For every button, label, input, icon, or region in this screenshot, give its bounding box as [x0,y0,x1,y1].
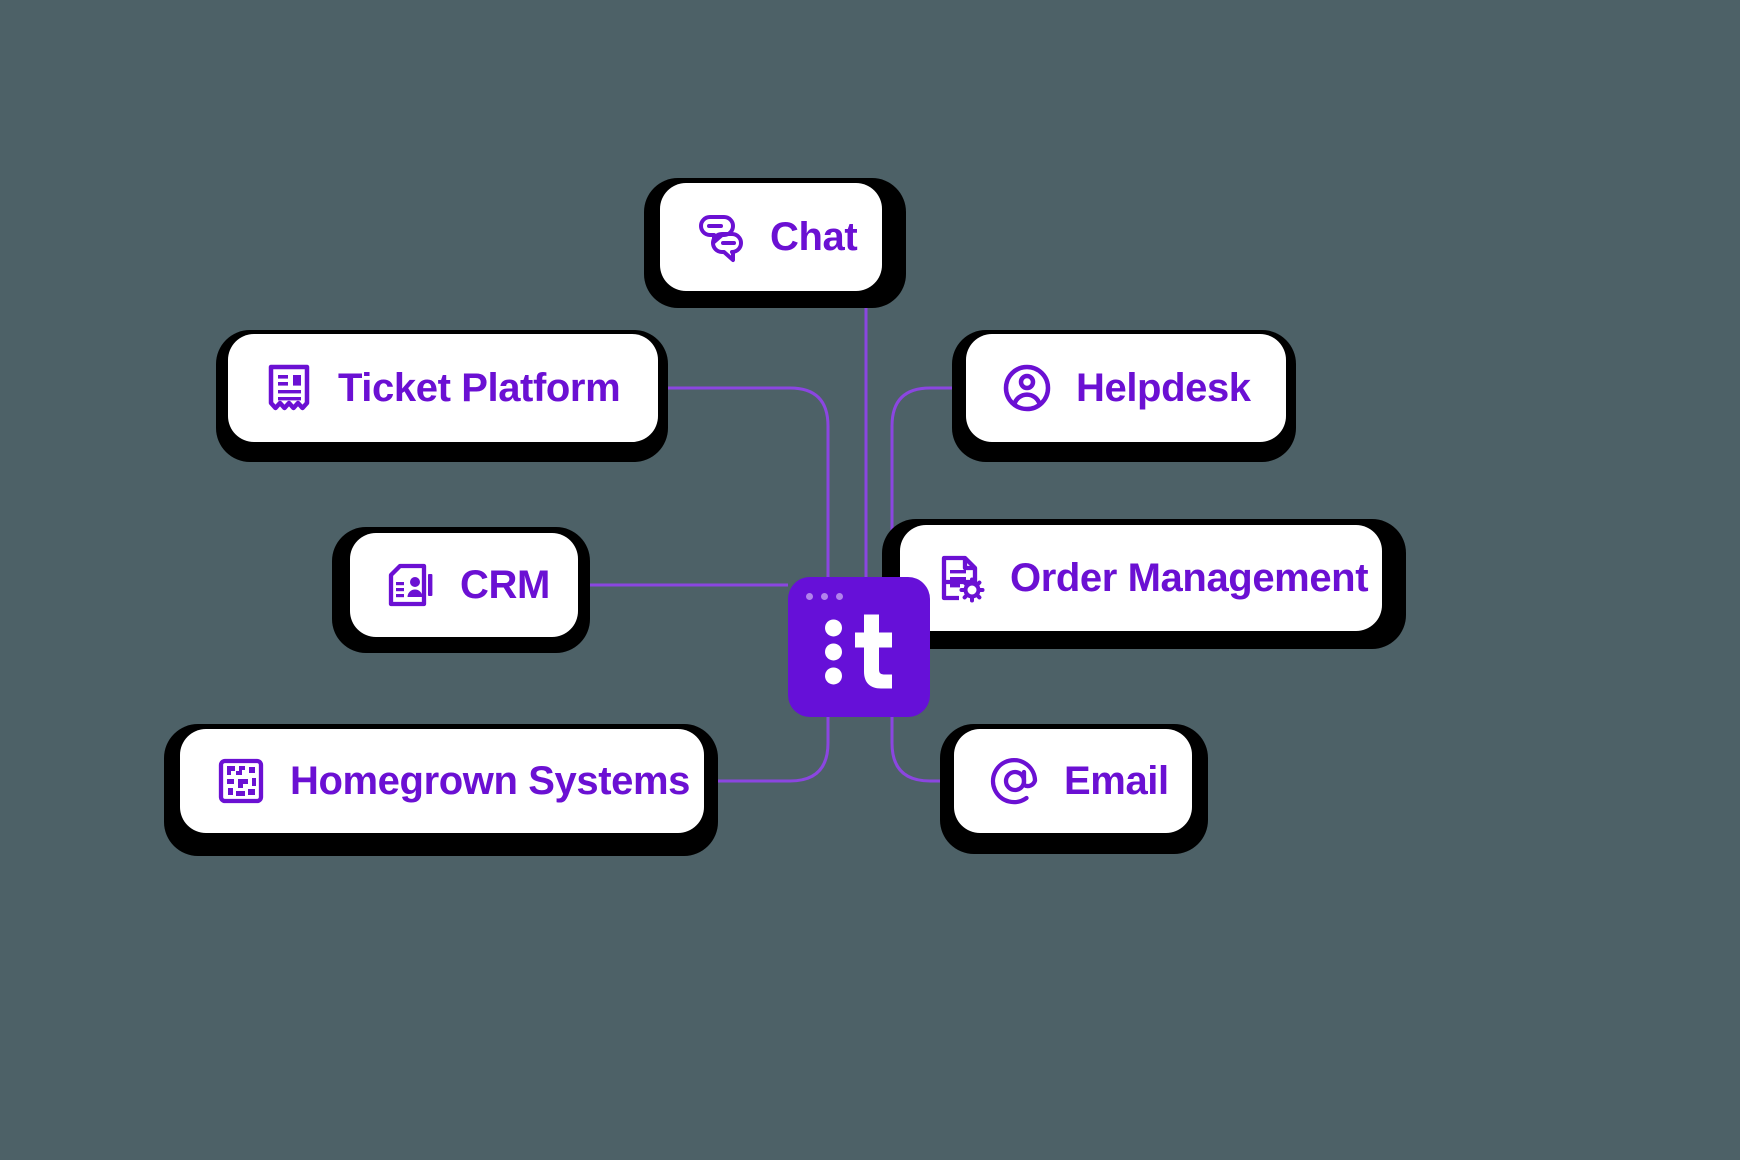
node-order-management[interactable]: Order Management [900,525,1382,631]
window-dot-3 [836,593,843,600]
node-label-chat: Chat [770,215,858,259]
hub-logo-mark [788,614,930,689]
wire-homegrown-systems [704,717,830,783]
hub-logo-tile[interactable] [788,577,930,717]
logo-dots-icon [825,618,842,684]
chat-bubbles-icon [694,210,748,264]
window-dots [806,593,843,600]
node-label-ticket-platform: Ticket Platform [338,366,621,410]
node-label-order-management: Order Management [1010,556,1369,600]
at-sign-icon [988,754,1042,808]
user-circle-icon [1000,361,1054,415]
node-label-email: Email [1064,759,1169,803]
node-label-crm: CRM [460,563,550,607]
contact-card-icon [384,558,438,612]
document-gear-icon [934,551,988,605]
node-crm[interactable]: CRM [350,533,578,637]
node-label-homegrown-systems: Homegrown Systems [290,759,690,803]
logo-letter-t-icon [855,614,892,689]
node-homegrown-systems[interactable]: Homegrown Systems [180,729,704,833]
node-ticket-platform[interactable]: Ticket Platform [228,334,658,442]
wire-ticket-platform [658,386,830,577]
node-chat[interactable]: Chat [660,183,882,291]
receipt-icon [262,361,316,415]
window-dot-1 [806,593,813,600]
custom-module-icon [214,754,268,808]
wire-email [890,717,954,783]
wire-helpdesk [890,386,966,577]
node-label-helpdesk: Helpdesk [1076,366,1251,410]
window-dot-2 [821,593,828,600]
node-helpdesk[interactable]: Helpdesk [966,334,1286,442]
node-email[interactable]: Email [954,729,1192,833]
